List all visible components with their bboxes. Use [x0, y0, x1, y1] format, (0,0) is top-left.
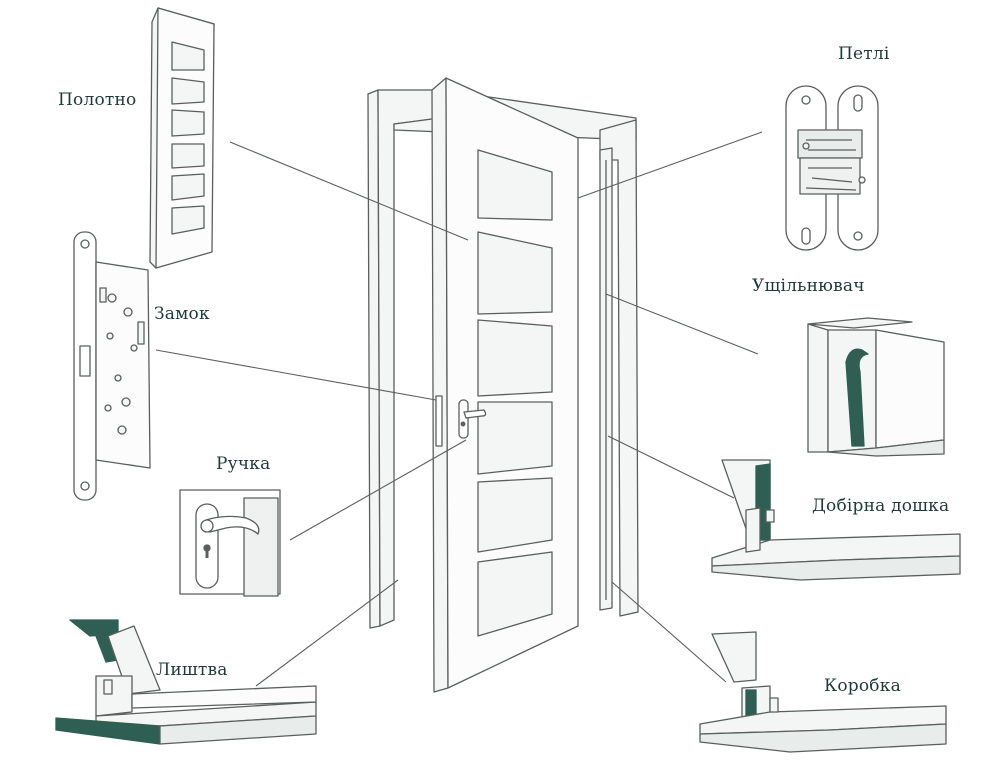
- label-dobirna-doshka: Добірна дошка: [812, 496, 950, 516]
- label-ushchilniuvach: Ущільнювач: [752, 276, 865, 296]
- label-korobka: Коробка: [824, 676, 901, 696]
- callout-lines: [155, 131, 763, 687]
- label-polotno: Полотно: [58, 90, 137, 110]
- handle-icon: [179, 489, 281, 597]
- extension-board-icon: [711, 459, 961, 581]
- label-lyshtva: Лиштва: [156, 660, 228, 680]
- label-petli: Петлі: [838, 44, 890, 64]
- frame-icon: [699, 631, 947, 753]
- label-zamok: Замок: [154, 304, 210, 324]
- lock-icon: [73, 231, 151, 501]
- seal-icon: [807, 317, 945, 457]
- label-ruchka: Ручка: [216, 454, 271, 474]
- trim-icon: [55, 619, 317, 745]
- hinge-icon: [785, 85, 879, 251]
- door-leaf-icon: [149, 7, 215, 269]
- door-leaf: [431, 77, 579, 693]
